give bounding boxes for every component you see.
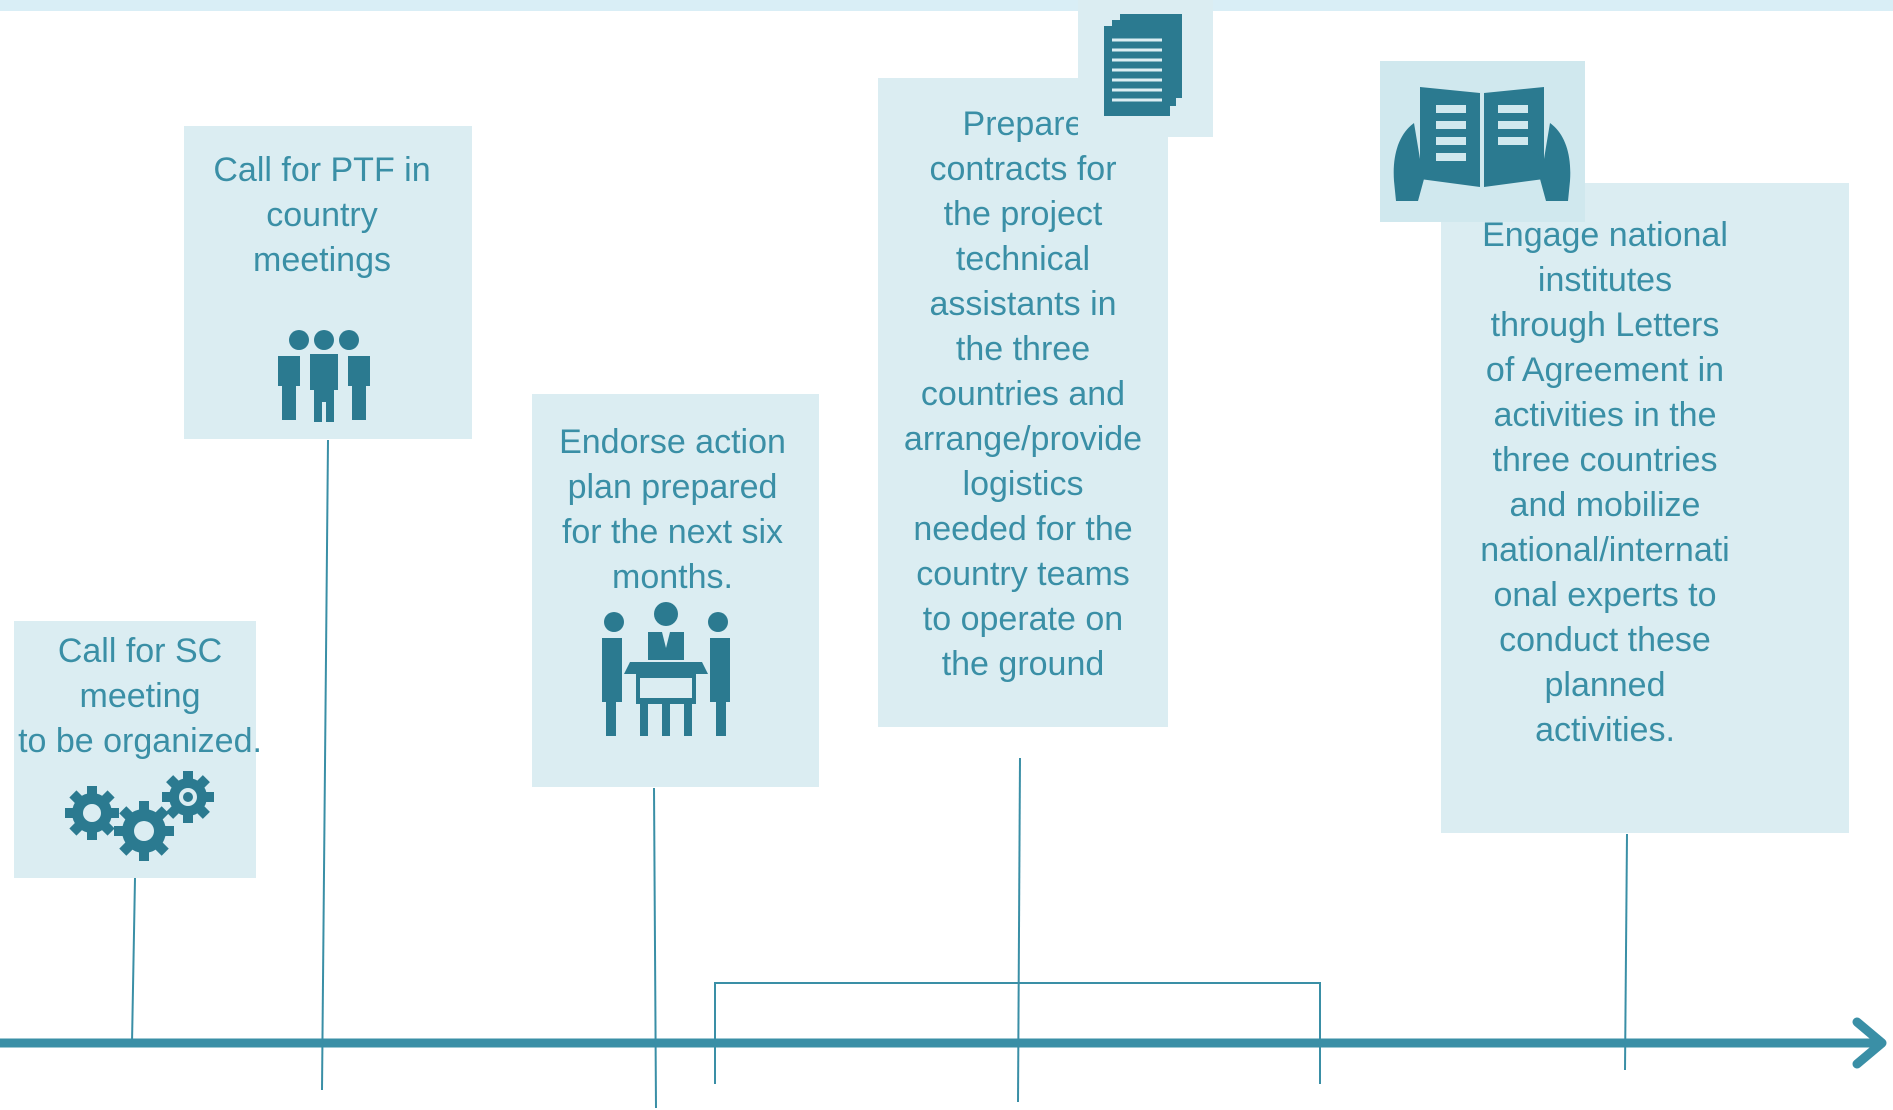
period-bracket [714, 982, 1321, 1084]
open-book-icon [1380, 61, 1585, 222]
people-group-icon [276, 328, 372, 422]
milestone-text-endorse: Endorse action plan prepared for the nex… [559, 423, 786, 596]
connector-engage [1624, 833, 1628, 1071]
milestone-card-engage: Engage national institutes through Lette… [1441, 183, 1849, 833]
milestone-card-contracts: Prepare contracts for the project techni… [878, 78, 1168, 727]
connector-ptf [321, 439, 329, 1091]
documents-icon [1078, 0, 1213, 137]
milestone-card-ptf: Call for PTF in country meetings [184, 126, 472, 439]
milestone-text-engage: Engage national institutes through Lette… [1480, 216, 1730, 749]
gears-icon [64, 769, 224, 869]
connector-contracts [1017, 757, 1021, 1103]
milestone-text-contracts: Prepare contracts for the project techni… [903, 105, 1143, 683]
milestone-card-sc: Call for SC meeting to be organized. [14, 621, 262, 878]
milestone-text-sc: Call for SC meeting to be organized. [18, 632, 262, 760]
milestone-card-endorse: Endorse action plan prepared for the nex… [532, 394, 819, 787]
connector-sc [131, 877, 136, 1044]
connector-endorse [653, 787, 657, 1109]
milestone-text-ptf: Call for PTF in country meetings [213, 151, 431, 279]
timeline-arrowhead [1852, 1017, 1887, 1069]
meeting-table-icon [600, 600, 732, 738]
top-strip [0, 0, 1893, 11]
